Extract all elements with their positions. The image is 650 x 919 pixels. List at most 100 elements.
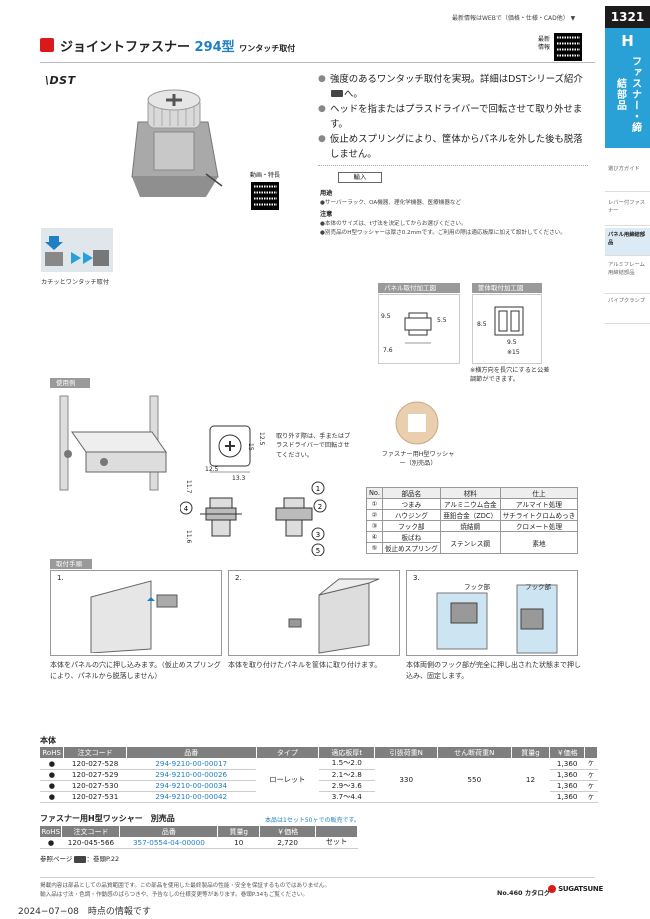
parts-header-material: 材料 bbox=[439, 487, 501, 499]
main-table-header: RoHS 注文コード 品番 タイプ 適応板厚t 引張荷重N せん断荷重N 質量g… bbox=[40, 747, 599, 758]
page-number: 1321 bbox=[605, 6, 650, 28]
caution-line: ●別売品のH型ワッシャーは厚さ0.2mmです。ご利用の際は適応板厚に加えて設計し… bbox=[320, 229, 566, 236]
front-view-drawing bbox=[209, 425, 251, 473]
washer-set-note: 本品は1セット50ヶでの販売です。 bbox=[265, 817, 360, 824]
table-row[interactable]: ●120-027-530 294-9210-00-00034 2.9～3.6 1… bbox=[40, 780, 598, 792]
step-1-box: 1. bbox=[50, 570, 222, 656]
footer-divider bbox=[40, 877, 595, 878]
washer-table-header: RoHS 注文コード 品番 質量g ￥価格 bbox=[40, 826, 358, 837]
side-menu-item-panel[interactable]: パネル用締結部品 bbox=[605, 228, 650, 256]
page-ref-icon[interactable] bbox=[74, 855, 87, 863]
case-cut-drawing: 8.5 9.5 ※15 bbox=[472, 294, 542, 364]
video-link[interactable]: 動画・特長 bbox=[250, 170, 280, 210]
side-menu-item-frame[interactable]: アルミフレーム用締結部品 bbox=[605, 262, 650, 294]
footer-line: 掲載内容は部品としての品質範囲です。この部品を使用した最終製品の性能・安全を保証… bbox=[40, 883, 330, 889]
parts-header-finish: 仕上 bbox=[499, 487, 579, 499]
dim-d4: 13.3 bbox=[232, 475, 246, 482]
hook-label-b: フック部 bbox=[525, 583, 551, 591]
step-3-caption: 本体両側のフック部が完全に押し出された状態まで押し込み、固定します。 bbox=[406, 661, 581, 680]
svg-text:5: 5 bbox=[316, 547, 320, 555]
import-badge: 輸入 bbox=[338, 172, 382, 183]
page-ref-icon[interactable] bbox=[331, 90, 343, 98]
step-2-caption: 本体を取り付けたパネルを筐体に取り付けます。 bbox=[228, 661, 382, 669]
svg-text:2: 2 bbox=[318, 503, 322, 511]
cut-note: ※横方向を長穴にすると公差調節ができます。 bbox=[470, 367, 550, 384]
main-product-table: RoHS 注文コード 品番 タイプ 適応板厚t 引張荷重N せん断荷重N 質量g… bbox=[40, 747, 599, 803]
dim-d2: 15 bbox=[247, 443, 254, 451]
video-qr-icon[interactable] bbox=[251, 182, 279, 210]
washer-caption: ファスナー用H型ワッシャー（別売品） bbox=[381, 451, 455, 468]
removal-note: 取り外す際は、手またはプラスドライバーで回転させてください。 bbox=[276, 433, 351, 459]
latest-info-label: 最新情報 bbox=[537, 36, 550, 51]
svg-text:4: 4 bbox=[184, 505, 189, 513]
caution-line: ●本体のサイズは、t寸法を決定してからお選びください。 bbox=[320, 220, 467, 227]
side-menu-item-pipe[interactable]: パイプクランプ bbox=[605, 298, 650, 324]
footer-note: 掲載内容は部品としての品質範囲です。この部品を使用した最終製品の性能・安全を保証… bbox=[40, 882, 330, 900]
panel-cut-drawing: 9.5 7.6 5.5 bbox=[378, 294, 460, 364]
usage-example-image bbox=[59, 395, 167, 491]
svg-text:1: 1 bbox=[316, 485, 320, 493]
step-2-number: 2. bbox=[235, 574, 242, 582]
footer-line: 輸入品は寸法・色調・作動感のばらつきや、予告なしの仕様変更等があります。巻頭P.… bbox=[40, 891, 308, 898]
dim-h1: 11.7 bbox=[185, 480, 192, 494]
parts-header-name: 部品名 bbox=[381, 487, 441, 499]
step-3-number: 3. bbox=[413, 574, 420, 582]
qr-code-icon[interactable] bbox=[554, 33, 582, 61]
section-letter: H bbox=[621, 32, 634, 50]
step-1-image bbox=[90, 580, 178, 653]
part-number-link[interactable]: 294-9210-00-00042 bbox=[126, 791, 257, 803]
dim-h2: 11.6 bbox=[185, 530, 192, 544]
product-image bbox=[131, 89, 223, 197]
brand-name: SUGATSUNE bbox=[548, 885, 603, 893]
step-2-image bbox=[288, 578, 380, 654]
reference-page: 参照ページ ：巻頭P.22 bbox=[40, 855, 120, 863]
panel-dim-h: 7.6 bbox=[383, 347, 393, 354]
step-1-caption: 本体をパネルの穴に押し込みます。（仮止めスプリングにより、パネルから脱落しません… bbox=[50, 661, 221, 680]
section-tab[interactable]: H ファスナー・締結部品 bbox=[605, 28, 650, 148]
brand-logo-icon bbox=[40, 38, 54, 52]
video-label: 動画・特長 bbox=[250, 172, 281, 179]
case-dim-pitch: ※15 bbox=[507, 349, 520, 356]
case-cut-header: 筐体取付加工図 bbox=[472, 283, 542, 293]
side-menu-item-guide[interactable]: 選び方ガイド bbox=[605, 166, 650, 192]
part-number-link[interactable]: 294-9210-00-00026 bbox=[126, 769, 257, 781]
step-3-box: 3. フック部 フック部 bbox=[406, 570, 578, 656]
step-1-number: 1. bbox=[57, 574, 64, 582]
dst-mark: \DST bbox=[45, 74, 76, 87]
feature-item: ヘッドを指またはプラスドライバーで回転させて取り外せます。 bbox=[318, 102, 588, 132]
part-number-link[interactable]: 294-9210-00-00017 bbox=[126, 758, 257, 770]
part-number-link[interactable]: 294-9210-00-00034 bbox=[126, 780, 257, 792]
usage-text: ●サーバーラック、OA機器、理化学機器、医療機器など bbox=[320, 199, 462, 206]
washer-image bbox=[395, 401, 439, 445]
latest-info-note[interactable]: 最新情報はWEBで（価格・仕様・CAD他） ▼ bbox=[452, 15, 576, 22]
feature-divider bbox=[318, 165, 588, 166]
step-2-box: 2. bbox=[228, 570, 400, 656]
hook-label-a: フック部 bbox=[464, 583, 490, 591]
table-row[interactable]: ●120-027-528 294-9210-00-00017 ローレット 1.5… bbox=[40, 758, 598, 803]
table-row[interactable]: ●120-027-531 294-9210-00-00042 3.7～4.4 1… bbox=[40, 791, 598, 803]
usage-notes: 用途 ●サーバーラック、OA機器、理化学機器、医療機器など 注意 ●本体のサイズ… bbox=[320, 189, 590, 237]
part-number-link[interactable]: 357-0554-04-00000 bbox=[119, 837, 218, 849]
brand-mark-icon bbox=[548, 885, 556, 893]
main-table-title: 本体 bbox=[40, 736, 56, 745]
dim-d3: 12.5 bbox=[205, 466, 219, 473]
panel-cut-header: パネル取付加工図 bbox=[378, 283, 460, 293]
feature-item: 強度のあるワンタッチ取付を実現。詳細はDSTシリーズ紹介へ。 bbox=[318, 72, 588, 102]
step-3-image bbox=[436, 584, 558, 654]
case-dim-h: 8.5 bbox=[477, 321, 487, 328]
example-header: 使用例 bbox=[50, 378, 90, 388]
table-row[interactable]: ●120-027-529 294-9210-00-00026 2.1～2.8 1… bbox=[40, 769, 598, 781]
case-dim-w: 9.5 bbox=[507, 339, 517, 346]
side-menu-item-lever[interactable]: レバー付ファスナー bbox=[605, 200, 650, 226]
caution-heading: 注意 bbox=[320, 211, 333, 219]
oneclick-illustration bbox=[41, 228, 113, 272]
dim-d1: 12.5 bbox=[258, 432, 265, 446]
oneclick-caption: カチッとワンタッチ取付 bbox=[41, 279, 110, 286]
